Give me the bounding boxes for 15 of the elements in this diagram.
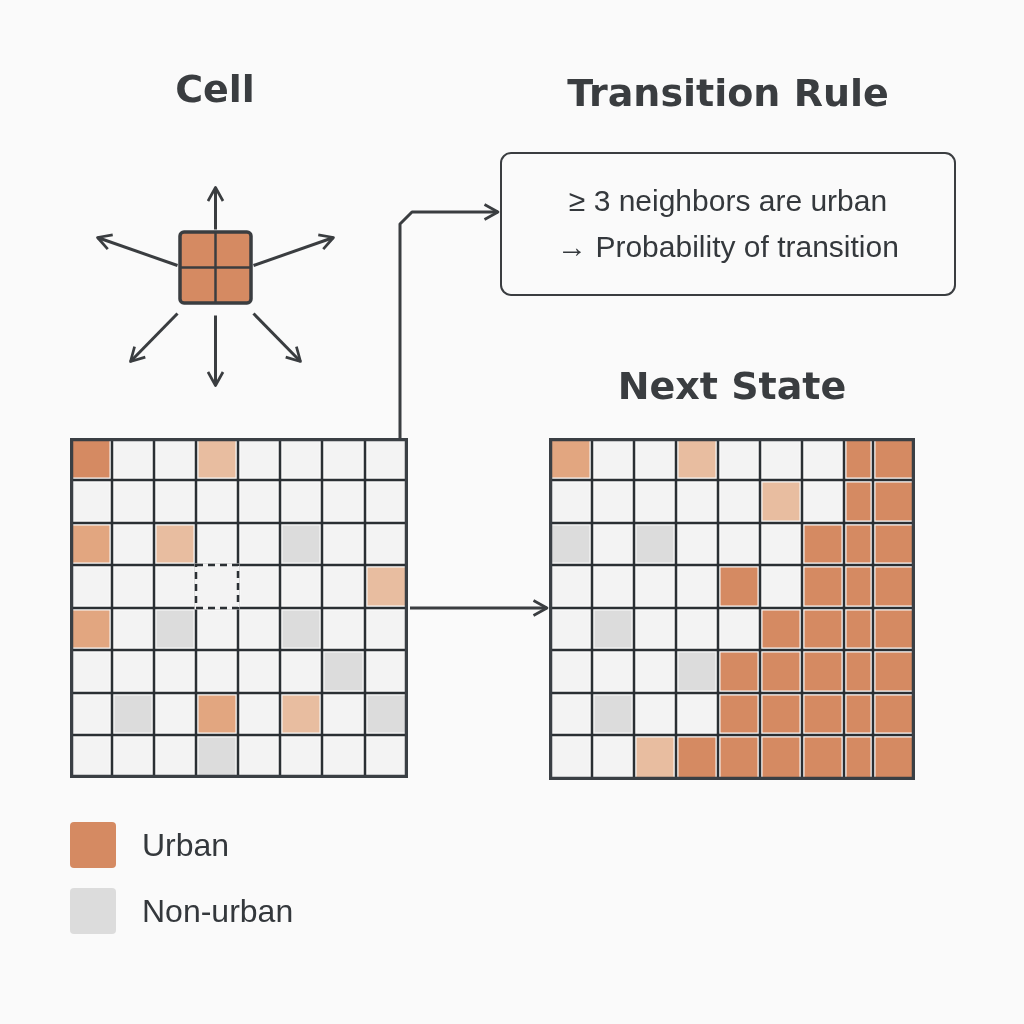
arrow (129, 312, 179, 363)
heading: Transition Rule (567, 70, 889, 116)
rule-text: → Probability of transition (557, 229, 899, 265)
arrow (206, 186, 225, 230)
heading: Cell (175, 66, 255, 112)
arrow (252, 312, 302, 363)
heading: Next State (617, 363, 847, 409)
arrow (96, 233, 178, 267)
rule-text: ≥ 3 neighbors are urban (568, 183, 888, 219)
arrow (410, 599, 549, 617)
legend-label: Non-urban (142, 892, 294, 930)
arrow (253, 233, 335, 267)
arrow (206, 315, 225, 387)
legend-label: Urban (142, 826, 230, 864)
arrow (398, 203, 500, 438)
